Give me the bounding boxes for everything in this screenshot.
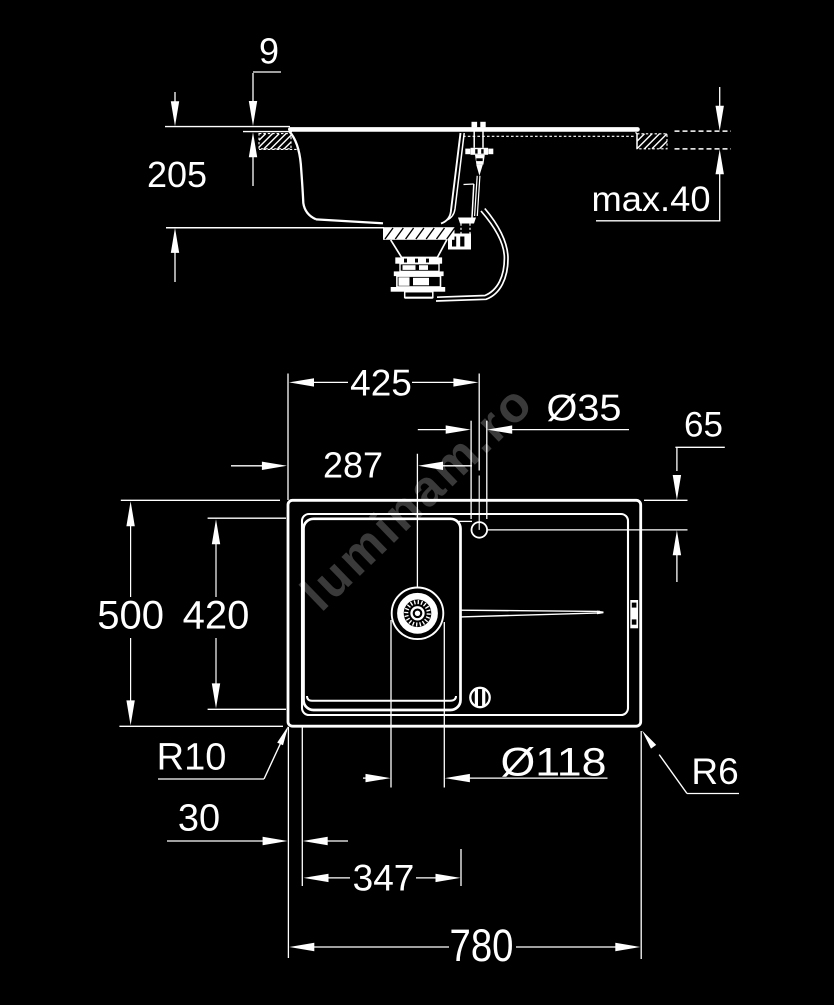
svg-text:R6: R6: [691, 751, 738, 792]
svg-text:max.40: max.40: [592, 180, 711, 219]
svg-text:Ø118: Ø118: [501, 741, 607, 785]
svg-text:287: 287: [323, 445, 383, 486]
svg-text:420: 420: [183, 594, 250, 638]
svg-text:R10: R10: [157, 737, 227, 779]
svg-text:425: 425: [350, 363, 412, 404]
svg-text:65: 65: [684, 406, 723, 445]
svg-text:347: 347: [353, 858, 415, 899]
svg-text:Ø35: Ø35: [547, 388, 622, 429]
svg-text:9: 9: [259, 31, 279, 72]
svg-text:30: 30: [178, 798, 220, 840]
svg-text:500: 500: [97, 594, 164, 638]
svg-text:780: 780: [450, 920, 514, 971]
svg-text:205: 205: [147, 154, 207, 195]
